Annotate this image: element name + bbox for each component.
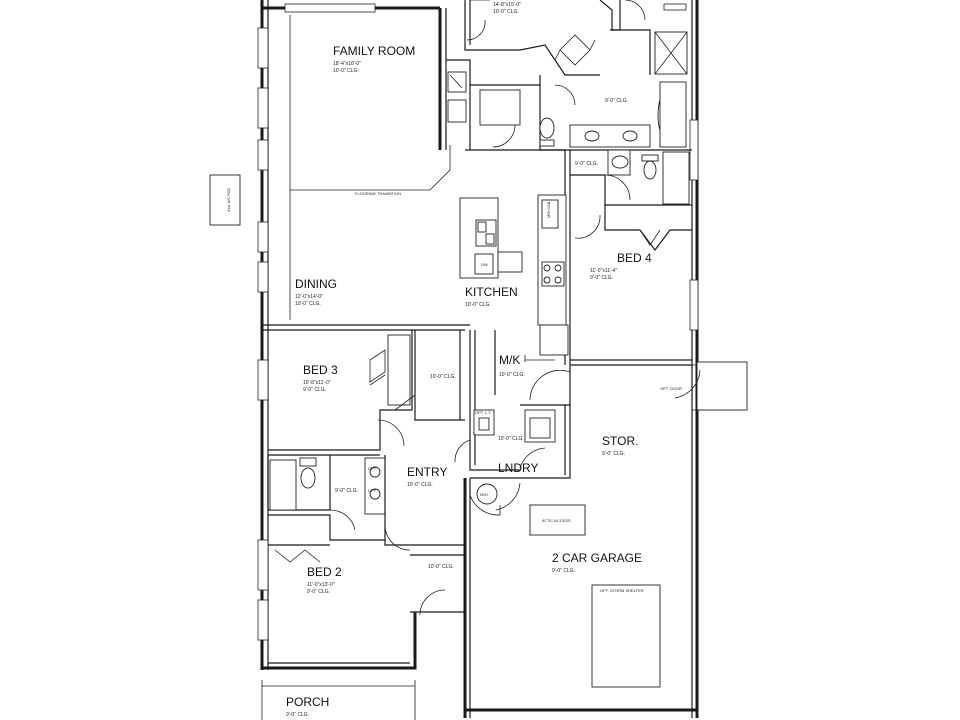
opt-bath-label-a: OPT [368,466,377,471]
left-windows [257,27,269,641]
porch-ceiling: 9'-0" CLG. [286,712,309,718]
lower-closet-ceiling: 10'-0" CLG. [428,564,454,570]
porch-label: PORCH [286,695,329,709]
kitchen: DW MW CAB KITCHEN 10'-0" CLG. [459,149,571,365]
bed3-label: BED 3 [303,363,338,377]
garage: OPT. DOOR STOR. 9'-0" CLG. W/H ATTIC ACC… [469,361,748,688]
family-room-size: 18'-4"x18'-0" [333,61,361,67]
flooring-transition-label: FLOORING TRANSITION [355,191,401,196]
master-size: 14'-8"x15'-0" [493,2,521,8]
hall: 10'-0" CLG. [394,330,465,421]
mk-ceiling: 10'-0" CLG. [499,372,525,378]
master-ceiling: 10'-0" CLG. [493,9,519,15]
family-room-window [284,3,376,13]
opt-door-label: OPT. DOOR [660,386,682,391]
master-bath: 9'-0" CLG. [539,0,692,151]
mk-laundry: M/K 10'-0" CLG. OPT. L.T. 10'-0" CLG. LN… [454,330,571,475]
ac-pad: 4'x4' A/C PAD [209,174,241,226]
bed3: BED 3 10'-8"x11'-0" 9'-0" CLG. [268,330,413,456]
mw-cab-label: MW CAB [546,201,551,218]
entry: ENTRY 10'-0" CLG. [384,455,465,551]
bed4: 9'-0" CLG. BED 4 11'-0"x11'-4" 9'-0" CLG… [570,149,692,366]
master-bath-ceiling: 9'-0" CLG. [605,98,628,104]
dining-size: 12'-0"x14'-0" [295,294,323,300]
kitchen-label: KITCHEN [465,285,518,299]
master-area: 14'-8"x15'-0" 10'-0" CLG. [464,0,621,76]
bath-upper-ceiling: 9'-0" CLG. [575,161,598,167]
laundry-label: LNDRY [498,461,538,475]
entry-ceiling: 10'-0" CLG. [407,482,433,488]
bath-window [663,3,687,11]
entry-label: ENTRY [407,465,447,479]
upper-bath [446,59,555,150]
opt-lt-label: OPT. L.T. [475,410,491,415]
storage-label: STOR. [602,434,638,448]
family-room: FAMILY ROOM 18'-4"x18'-0" 10'-0" CLG. FL… [262,8,470,331]
laundry-ceiling: 10'-0" CLG. [498,436,524,442]
bed2-label: BED 2 [307,565,342,579]
bed2-size: 11'-0"x13'-0" [307,582,335,588]
attic-access [529,504,586,536]
bed3-size: 10'-8"x11'-0" [303,380,331,386]
hall-ceiling: 10'-0" CLG. [430,374,456,380]
bed4-size: 11'-0"x11'-4" [590,268,617,274]
bed4-label: BED 4 [617,251,652,265]
bed4-ceiling: 9'-0" CLG. [590,275,613,281]
bed2: BED 2 11'-0"x13'-0" 9'-0" CLG. 10'-0" CL… [268,544,466,616]
kitchen-seat [497,251,523,273]
family-room-ceiling: 10'-0" CLG. [333,68,359,74]
bath2-ceiling: 9'-0" CLG. [335,488,358,494]
bed3-ceiling: 9'-0" CLG. [303,387,326,393]
bath2: 9'-0" CLG. OPT OPT [267,455,386,541]
attic-access-label: ATTIC ACCESS [542,518,571,523]
ac-pad-label: 4'x4' A/C PAD [226,188,231,213]
dining-ceiling: 10'-0" CLG. [295,301,321,307]
kitchen-ceiling: 10'-0" CLG. [465,302,491,308]
dining-label: DINING [295,277,337,291]
bed4-window [689,279,699,331]
bed2-ceiling: 9'-0" CLG. [307,589,330,595]
dw-label: DW [481,262,488,267]
mk-label: M/K [499,353,520,367]
garage-label: 2 CAR GARAGE [552,551,642,565]
fridge [539,324,569,356]
porch: PORCH 9'-0" CLG. [261,680,416,720]
opt-bath-label-b: OPT [368,488,377,493]
wh-label: W/H [480,492,488,497]
storage-ceiling: 9'-0" CLG. [602,451,625,457]
storm-shelter-label: OPT. STORM SHELTER [600,588,644,593]
garage-ceiling: 9'-0" CLG. [552,568,575,574]
dining: DINING 12'-0"x14'-0" 10'-0" CLG. [295,277,337,307]
storm-shelter [591,584,661,688]
family-room-label: FAMILY ROOM [333,44,415,58]
